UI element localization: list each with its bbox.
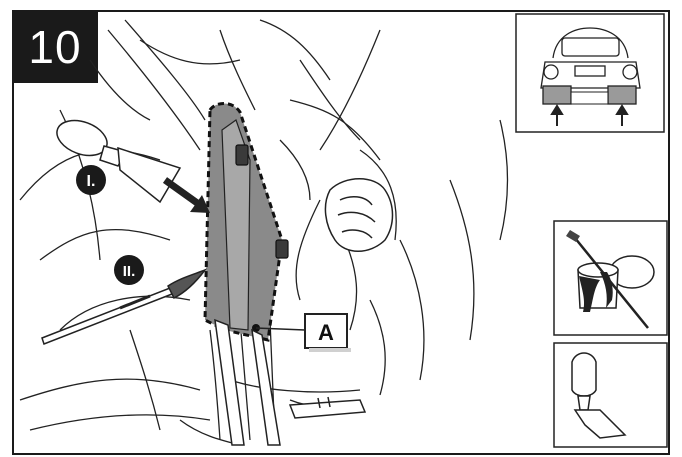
brush-tool-illustration xyxy=(41,268,208,345)
car-rear-bumper-location-icon xyxy=(515,13,665,133)
step-two-label: II. xyxy=(123,263,136,280)
step-two-callout: II. xyxy=(114,255,144,285)
step-one-label: I. xyxy=(87,173,96,190)
part-a-label: A xyxy=(318,320,334,345)
hand-grip xyxy=(324,178,394,252)
scraper-icon xyxy=(553,342,668,448)
scraper-tool-illustration xyxy=(56,119,182,204)
part-a-highlight xyxy=(203,102,289,342)
frame-rails xyxy=(214,318,281,446)
step-number-badge: 10 xyxy=(12,10,98,83)
part-a-callout: A xyxy=(255,313,351,352)
paint-can-brush-icon xyxy=(553,220,668,336)
lower-bracket xyxy=(288,396,367,419)
step-one-callout: I. xyxy=(76,165,106,195)
direction-arrow xyxy=(162,177,210,213)
